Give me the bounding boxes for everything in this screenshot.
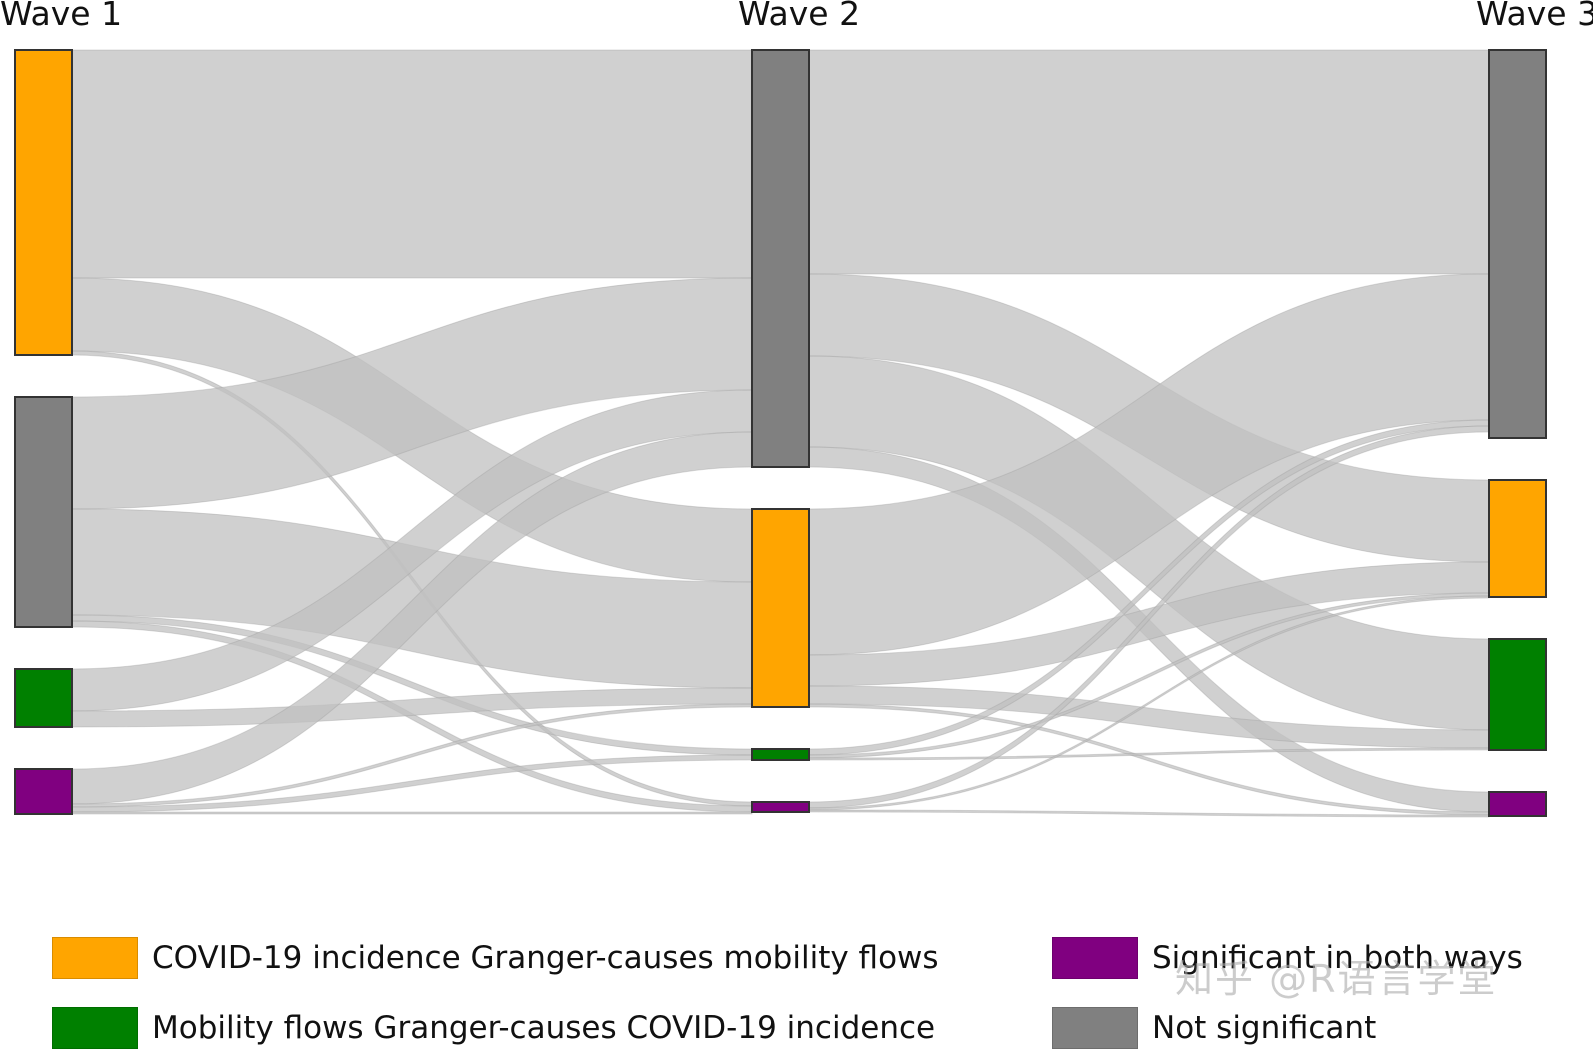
wave-1-title: Wave 1 bbox=[0, 0, 123, 33]
legend-item-mobility-causes-incidence: Mobility flows Granger-causes COVID-19 i… bbox=[52, 1007, 935, 1049]
sankey-node-wave3-incidence_causes_mobility bbox=[1488, 479, 1547, 598]
sankey-node-wave3-mobility_causes_incidence bbox=[1488, 638, 1547, 751]
sankey-link-0-both_ways-to-both_ways bbox=[71, 811, 753, 815]
legend-swatch-orange bbox=[52, 937, 138, 979]
sankey-node-wave2-not_significant bbox=[751, 49, 810, 468]
sankey-node-wave2-incidence_causes_mobility bbox=[751, 508, 810, 708]
legend-swatch-green bbox=[52, 1007, 138, 1049]
legend-swatch-gray bbox=[1052, 1007, 1138, 1049]
sankey-links bbox=[71, 49, 1490, 818]
sankey-nodes bbox=[14, 49, 1547, 817]
sankey-node-wave3-not_significant bbox=[1488, 49, 1547, 439]
legend-label-mobility-causes-incidence: Mobility flows Granger-causes COVID-19 i… bbox=[152, 1010, 936, 1046]
legend-label-incidence-causes-mobility: COVID-19 incidence Granger-causes mobili… bbox=[152, 940, 939, 976]
sankey-link-0-incidence_causes_mobility-to-not_significant bbox=[71, 49, 753, 279]
legend-label-both-ways: Significant in both ways bbox=[1152, 940, 1523, 976]
legend-swatch-purple bbox=[1052, 937, 1138, 979]
sankey-node-wave1-mobility_causes_incidence bbox=[14, 668, 73, 728]
sankey-node-wave3-both_ways bbox=[1488, 791, 1547, 817]
legend-item-incidence-causes-mobility: COVID-19 incidence Granger-causes mobili… bbox=[52, 937, 939, 979]
wave-2-title: Wave 2 bbox=[738, 0, 861, 33]
wave-3-title: Wave 3 bbox=[1476, 0, 1593, 33]
sankey-node-wave2-mobility_causes_incidence bbox=[751, 748, 810, 761]
sankey-node-wave1-incidence_causes_mobility bbox=[14, 49, 73, 356]
sankey-node-wave2-both_ways bbox=[751, 801, 810, 813]
sankey-link-1-not_significant-to-not_significant bbox=[808, 49, 1490, 275]
legend-item-not-significant: Not significant bbox=[1052, 1007, 1376, 1049]
legend-label-not-significant: Not significant bbox=[1152, 1010, 1377, 1046]
sankey-diagram bbox=[14, 49, 1547, 818]
sankey-node-wave1-not_significant bbox=[14, 396, 73, 628]
sankey-node-wave1-both_ways bbox=[14, 768, 73, 815]
watermark: 知乎 @R语言学堂 bbox=[1175, 957, 1498, 1001]
legend-item-both-ways: Significant in both ways bbox=[1052, 937, 1523, 979]
